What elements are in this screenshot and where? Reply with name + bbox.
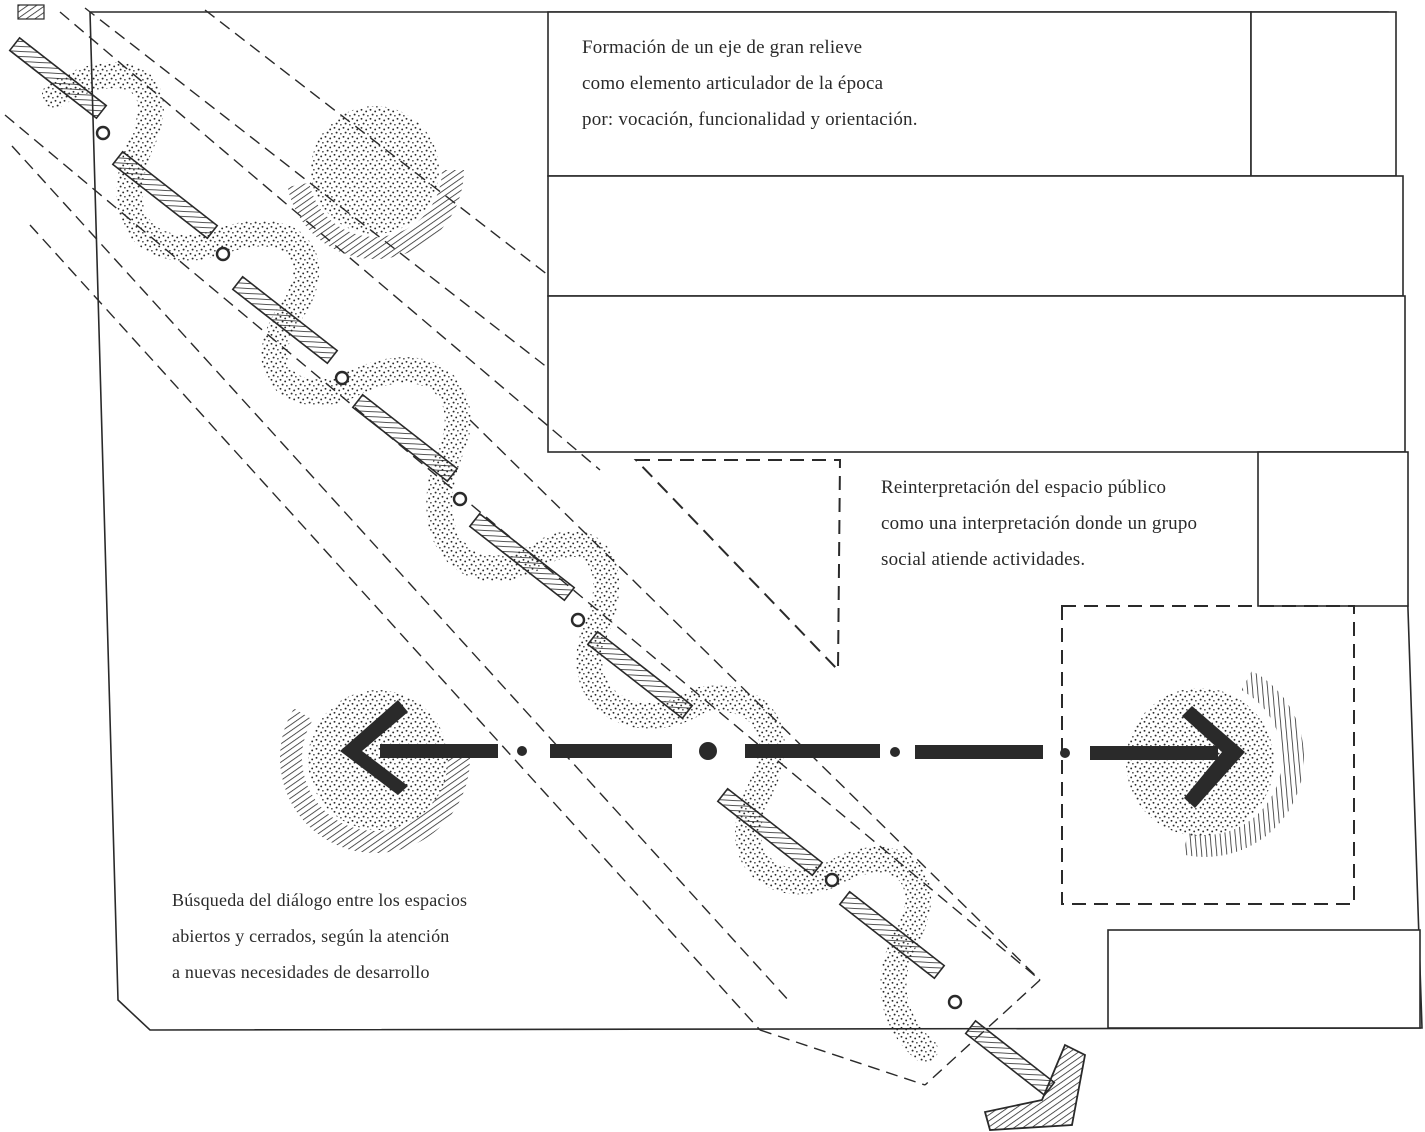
triangle-plaza — [633, 459, 842, 673]
axis-nodes — [95, 125, 963, 1010]
axis-bars — [8, 36, 1056, 1097]
axis-dash — [915, 745, 1043, 759]
block-middle — [547, 175, 1404, 297]
axis-node — [452, 491, 468, 507]
note-dialogue: Búsqueda del diálogo entre los espacios … — [172, 882, 467, 990]
axis-dash — [550, 744, 672, 758]
plaza-right-circle — [1106, 659, 1304, 857]
axis-node — [824, 872, 840, 888]
axis-node — [95, 125, 111, 141]
arrow-right-icon — [1182, 706, 1245, 808]
axis-node — [570, 612, 586, 628]
round-plazas — [280, 81, 1304, 857]
block-top-right — [1250, 11, 1397, 177]
axis-dash — [745, 744, 880, 758]
note-axis-formation: Formación de un eje de gran relieve como… — [582, 30, 918, 138]
axis-start-marker — [17, 4, 45, 20]
axis-bar — [231, 275, 339, 365]
axis-end-arrowhead — [983, 1043, 1087, 1131]
axis-bar — [111, 150, 219, 240]
block-bottom-right — [1107, 929, 1421, 1029]
note-line: como elemento articulador de la época — [582, 73, 884, 94]
axis-bar — [8, 36, 108, 120]
note-line: a nuevas necesidades de desarrollo — [172, 962, 430, 982]
axis-node — [215, 246, 231, 262]
arrow-left-icon — [340, 700, 408, 795]
axis-node — [334, 370, 350, 386]
band-line-5 — [11, 145, 791, 1003]
axis-node — [947, 994, 963, 1010]
note-line: como una interpretación donde un grupo — [881, 513, 1198, 534]
band-line-9 — [759, 1029, 926, 1086]
band-line-4 — [29, 224, 761, 1031]
axis-bar — [716, 787, 824, 877]
axis-dot — [890, 747, 900, 757]
note-line: Búsqueda del diálogo entre los espacios — [172, 890, 468, 910]
axis-dot — [517, 746, 527, 756]
note-public-space: Reinterpretación del espacio público com… — [881, 470, 1197, 578]
note-line: Reinterpretación del espacio público — [881, 477, 1167, 498]
square-plaza — [1061, 605, 1355, 905]
building-blocks — [547, 11, 1421, 1029]
block-lower — [547, 295, 1406, 453]
dashed-zones — [633, 459, 1355, 905]
axis-bar — [351, 393, 459, 483]
axis-dash — [1090, 746, 1218, 760]
note-line: abiertos y cerrados, según la atención — [172, 926, 450, 946]
note-line: por: vocación, funcionalidad y orientaci… — [582, 109, 918, 130]
note-line: Formación de un eje de gran relieve — [582, 37, 863, 58]
axis-bar — [964, 1019, 1056, 1097]
axis-center-dot — [699, 742, 717, 760]
axis-bar — [468, 512, 576, 602]
note-line: social atiende actividades. — [881, 549, 1086, 570]
axis-bar — [838, 890, 946, 980]
block-right — [1257, 451, 1409, 607]
plaza-top-circle — [286, 81, 464, 259]
axis-dash — [380, 744, 498, 758]
axis-bar — [586, 630, 694, 720]
serpentine-path — [42, 62, 938, 1063]
axis-dot — [1060, 748, 1070, 758]
horizontal-axis — [380, 742, 1218, 760]
